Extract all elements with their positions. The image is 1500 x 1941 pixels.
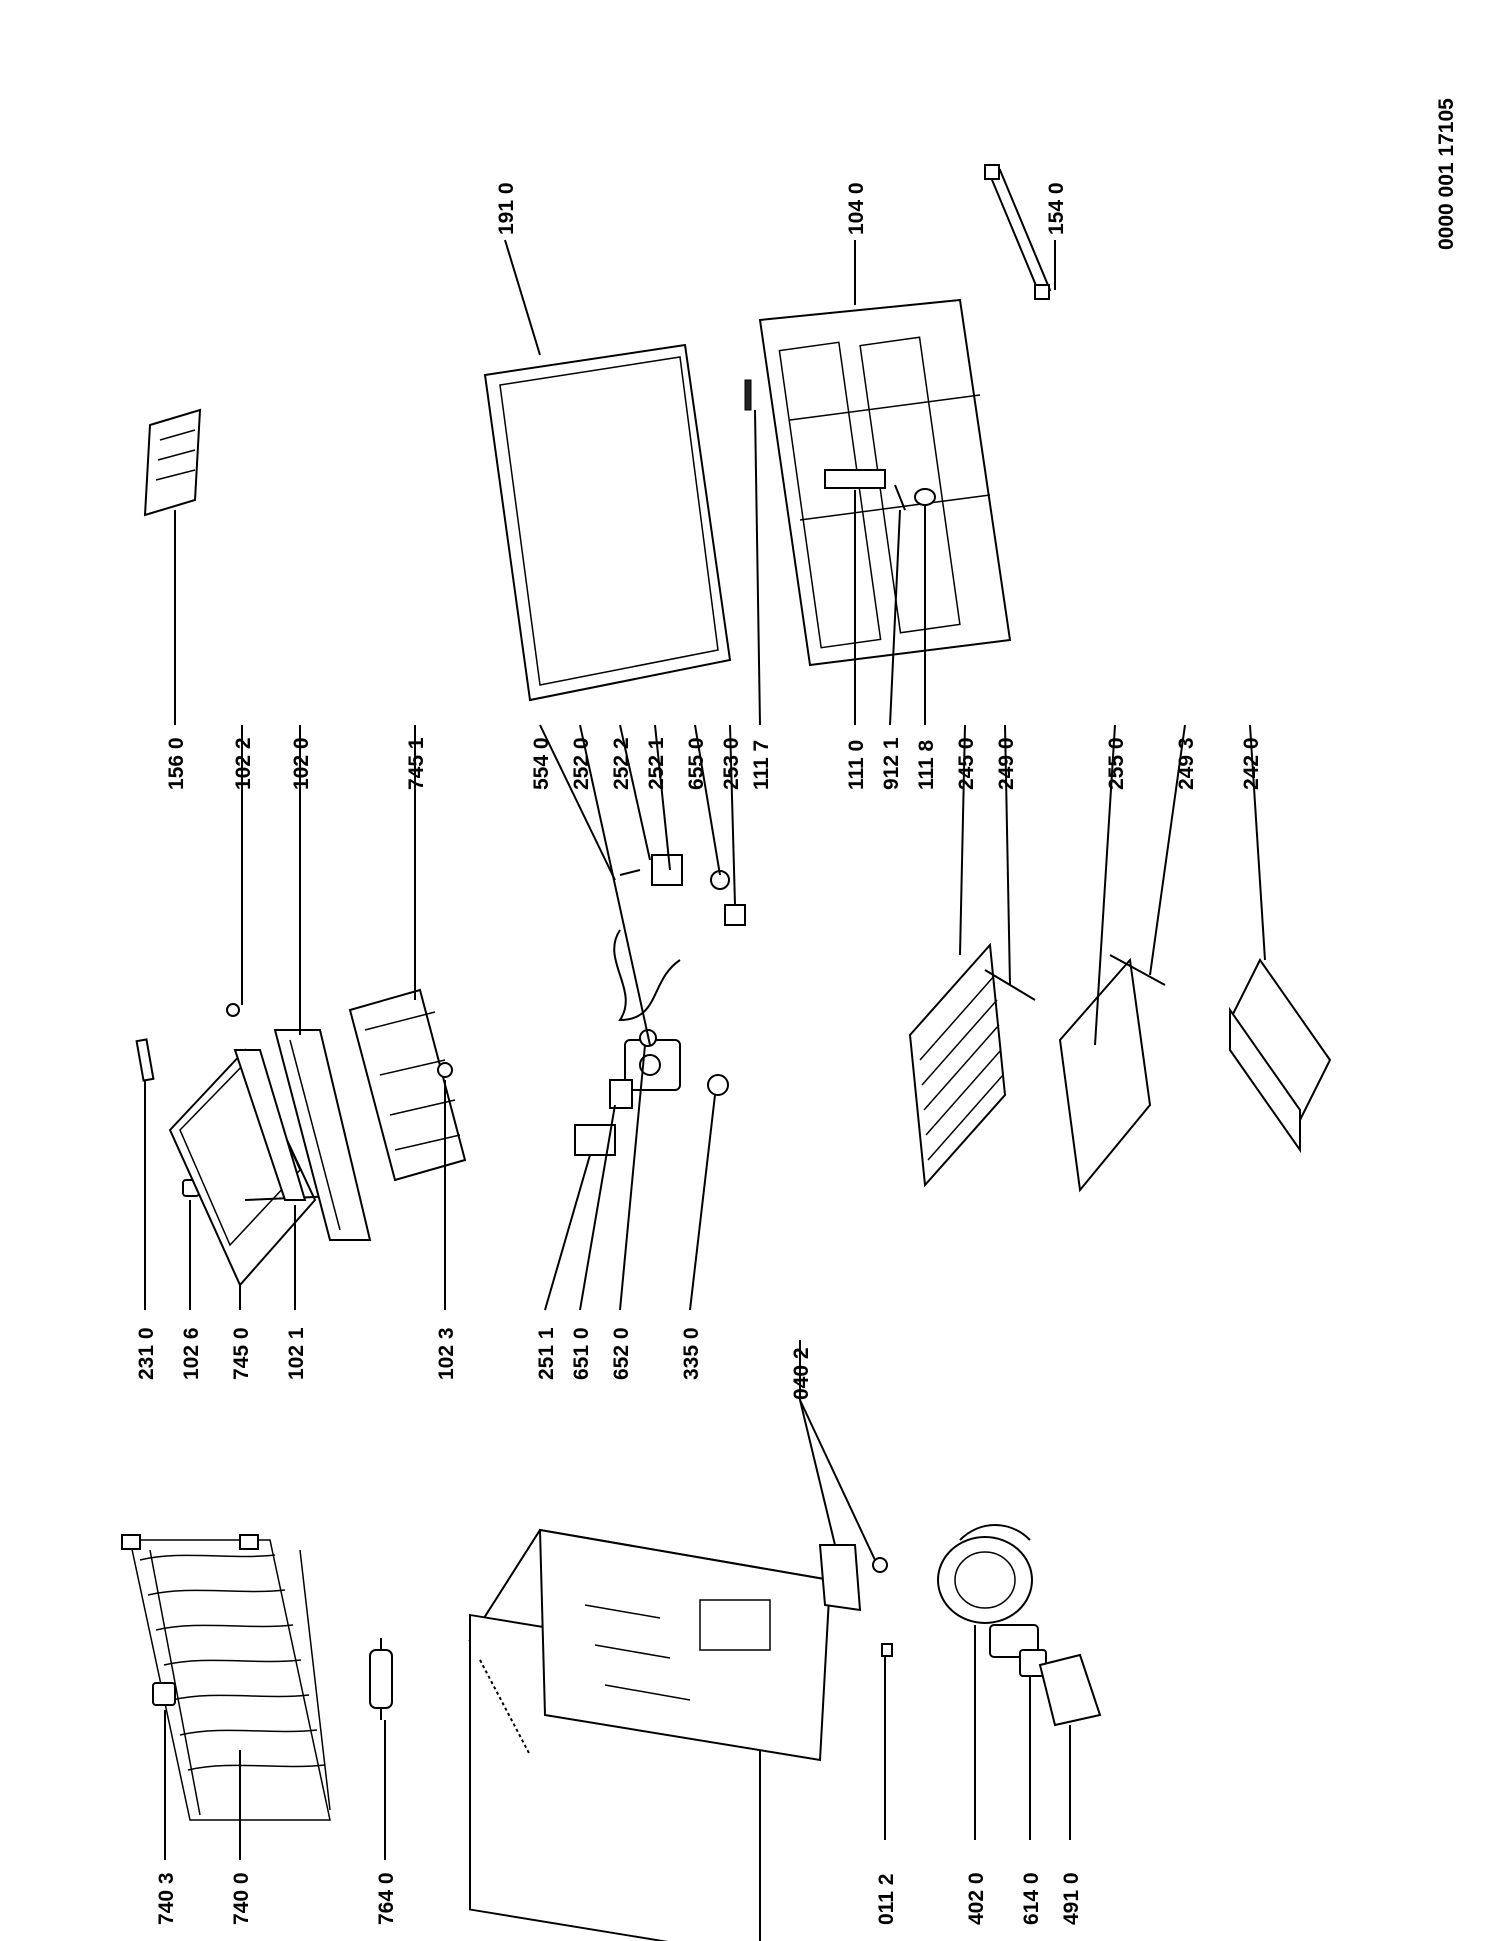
label-102-2: 102 2 bbox=[232, 737, 255, 790]
part-bulb bbox=[707, 1074, 729, 1096]
label-245-0: 245 0 bbox=[955, 737, 978, 790]
part-small-bracket bbox=[135, 1038, 155, 1082]
part-condenser-coil bbox=[121, 1534, 331, 1821]
part-glass-trim bbox=[1109, 954, 1166, 986]
leader-lines bbox=[144, 239, 1266, 1860]
label-249-3: 249 3 bbox=[1175, 737, 1198, 790]
part-drawer-front bbox=[273, 1029, 372, 1241]
part-relay-cover bbox=[1038, 1653, 1102, 1727]
part-pin bbox=[894, 484, 906, 511]
label-252-2: 252 2 bbox=[610, 737, 633, 790]
part-hinge-plate bbox=[824, 469, 886, 489]
label-231-0: 231 0 bbox=[135, 1327, 158, 1380]
label-745-0: 745 0 bbox=[230, 1327, 253, 1380]
part-compressor bbox=[937, 1524, 1039, 1658]
part-glass-shelf bbox=[1058, 957, 1152, 1193]
label-335-0: 335 0 bbox=[680, 1327, 703, 1380]
part-rail bbox=[233, 1049, 307, 1201]
part-cabinet bbox=[468, 1528, 832, 1941]
label-102-0: 102 0 bbox=[290, 737, 313, 790]
label-255-0: 255 0 bbox=[1105, 737, 1128, 790]
part-handle bbox=[984, 164, 1052, 300]
label-253-0: 253 0 bbox=[720, 737, 743, 790]
part-washer bbox=[914, 488, 936, 506]
part-ice-tray bbox=[143, 408, 202, 517]
label-011-2: 011 2 bbox=[875, 1874, 898, 1925]
part-labels: 740 3 740 0 764 0 231 0 102 6 745 0 102 … bbox=[135, 182, 1263, 1925]
part-crisper-drawer bbox=[1228, 958, 1332, 1154]
label-764-0: 764 0 bbox=[375, 1872, 398, 1925]
label-655-0: 655 0 bbox=[685, 737, 708, 790]
label-402-0: 402 0 bbox=[965, 1872, 988, 1925]
label-740-3: 740 3 bbox=[155, 1872, 178, 1925]
part-fastener bbox=[437, 1062, 453, 1078]
part-filter-drier bbox=[369, 1638, 393, 1720]
label-040-2: 040 2 bbox=[790, 1347, 813, 1400]
part-strip bbox=[744, 379, 752, 411]
label-651-0: 651 0 bbox=[570, 1327, 593, 1380]
label-251-1: 251 1 bbox=[535, 1327, 558, 1380]
label-252-0: 252 0 bbox=[570, 737, 593, 790]
label-249-0: 249 0 bbox=[995, 737, 1018, 790]
label-154-0: 154 0 bbox=[1045, 182, 1068, 235]
label-554-0: 554 0 bbox=[530, 737, 553, 790]
part-screw bbox=[881, 1643, 893, 1657]
part-knob bbox=[226, 1003, 240, 1017]
label-740-0: 740 0 bbox=[230, 1872, 253, 1925]
label-104-0: 104 0 bbox=[845, 182, 868, 235]
part-clip bbox=[152, 1682, 176, 1706]
label-102-6: 102 6 bbox=[180, 1327, 203, 1380]
label-242-0: 242 0 bbox=[1240, 737, 1263, 790]
label-102-3: 102 3 bbox=[435, 1327, 458, 1380]
label-111-8: 111 8 bbox=[915, 739, 938, 790]
part-wire-shelf bbox=[908, 942, 1007, 1188]
label-156-0: 156 0 bbox=[165, 737, 188, 790]
label-111-7: 111 7 bbox=[750, 740, 773, 790]
part-door-gasket bbox=[483, 343, 732, 702]
part-drawer-basket bbox=[348, 988, 467, 1182]
label-652-0: 652 0 bbox=[610, 1327, 633, 1380]
label-252-1: 252 1 bbox=[645, 737, 668, 790]
label-111-0: 111 0 bbox=[845, 740, 868, 790]
label-491-0: 491 0 bbox=[1060, 1872, 1083, 1925]
label-912-1: 912 1 bbox=[880, 737, 903, 790]
label-102-1: 102 1 bbox=[285, 1327, 308, 1380]
part-switch bbox=[609, 1079, 633, 1109]
label-614-0: 614 0 bbox=[1020, 1872, 1043, 1925]
label-191-0: 191 0 bbox=[495, 182, 518, 235]
document-id: 0000 001 17105 bbox=[1435, 98, 1458, 250]
label-745-1: 745 1 bbox=[405, 737, 428, 790]
part-hinge-bracket bbox=[818, 1544, 888, 1612]
